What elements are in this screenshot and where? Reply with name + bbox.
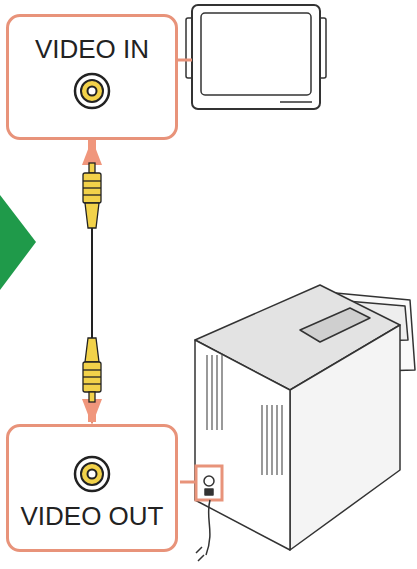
leader-line [178, 59, 192, 62]
printer [195, 285, 415, 550]
television [186, 5, 326, 109]
jack-icon [72, 71, 112, 111]
port-box: VIDEO IN [6, 14, 178, 140]
step-arrow [0, 195, 36, 290]
port-box: VIDEO OUT [6, 424, 178, 552]
port-label: VIDEO IN [35, 35, 149, 64]
jack-icon [72, 454, 112, 494]
port-highlight [196, 466, 222, 500]
port-label: VIDEO OUT [20, 502, 163, 531]
power-cord [196, 500, 210, 561]
rca-plugs [83, 140, 101, 422]
leader-line [180, 481, 196, 484]
